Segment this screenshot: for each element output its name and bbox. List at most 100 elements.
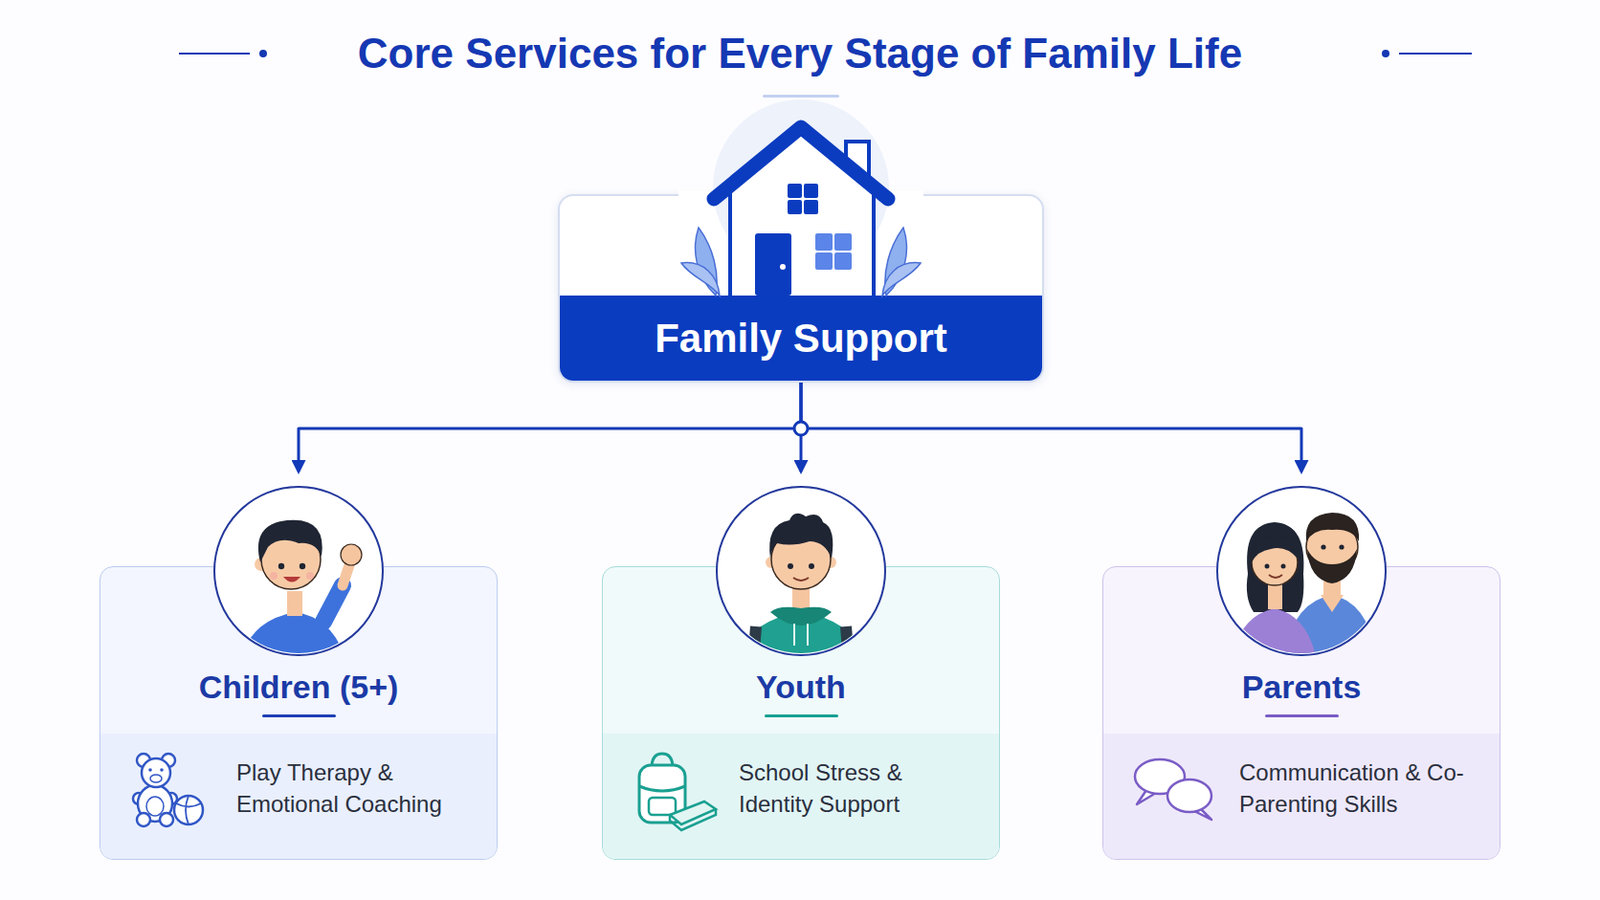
ear xyxy=(765,556,778,569)
backpack-icon xyxy=(639,754,716,831)
connector-arrow xyxy=(800,382,803,472)
ball xyxy=(174,796,203,825)
avatar-circle xyxy=(716,487,886,656)
mouth xyxy=(283,577,301,583)
bubble-tail xyxy=(1136,790,1156,805)
service-card: YouthSchool Stress & Identity Support xyxy=(601,487,1000,861)
bangs xyxy=(1251,535,1298,563)
service-section: School Stress & Identity Support xyxy=(602,733,1000,860)
arm xyxy=(342,562,351,586)
hood-collar xyxy=(770,607,832,626)
leaf xyxy=(885,227,908,296)
hair xyxy=(769,513,833,559)
title-rule xyxy=(178,52,250,55)
head xyxy=(1306,521,1358,574)
leaf xyxy=(681,263,720,296)
title-underline xyxy=(762,94,840,98)
house-window xyxy=(787,200,802,215)
shirt xyxy=(1228,608,1319,675)
ball-seam xyxy=(176,796,201,825)
house-halo xyxy=(712,99,889,276)
diagram-title: Core Services for Every Stage of Family … xyxy=(0,26,1600,81)
ear xyxy=(254,557,268,572)
hoodie xyxy=(734,612,867,675)
mouth xyxy=(793,577,809,581)
house-window xyxy=(787,183,802,199)
teddy-icon xyxy=(133,754,203,827)
title-dot xyxy=(1381,49,1390,58)
house-chimney xyxy=(845,141,869,184)
card-heading: Parents xyxy=(1103,667,1500,707)
book-cover xyxy=(669,801,716,825)
head xyxy=(1251,539,1298,586)
bear-muzzle xyxy=(150,775,162,783)
card-face: YouthSchool Stress & Identity Support xyxy=(601,566,1000,861)
hair xyxy=(258,520,323,563)
card-heading: Children (5+) xyxy=(100,667,497,707)
house-window xyxy=(834,252,852,270)
eye xyxy=(808,563,815,570)
backpack-pocket xyxy=(648,798,676,816)
eye xyxy=(1265,564,1270,570)
house-wall xyxy=(730,187,874,296)
house-roof xyxy=(713,127,889,200)
heading-underline xyxy=(764,714,839,718)
youth-avatar xyxy=(734,513,867,675)
house-door xyxy=(755,233,792,296)
avatar-circle xyxy=(214,487,383,656)
mouth xyxy=(1268,575,1283,578)
backpack-strap xyxy=(845,626,850,675)
service-section: Play Therapy & Emotional Coaching xyxy=(100,733,497,860)
head xyxy=(771,530,831,590)
shirt xyxy=(239,612,349,670)
head xyxy=(261,530,321,590)
blush xyxy=(269,572,278,580)
hoodie-string xyxy=(806,623,809,646)
card-heading: Youth xyxy=(602,667,1000,707)
shirt xyxy=(1280,595,1380,675)
junction-dot xyxy=(794,422,808,436)
house-window xyxy=(815,233,833,251)
avatar-circle xyxy=(1217,487,1386,656)
card-face: Children (5+) Play Therapy & Emotional Co… xyxy=(99,566,498,861)
collar xyxy=(1320,595,1344,613)
hair xyxy=(1246,522,1305,613)
book-pages xyxy=(669,809,716,831)
bubble-tail xyxy=(1194,808,1212,821)
bear-ear xyxy=(136,754,151,768)
speech-bubble xyxy=(1134,759,1185,795)
eye xyxy=(278,563,285,570)
eye xyxy=(1320,544,1326,550)
neck xyxy=(287,591,303,617)
door-knob xyxy=(779,264,786,270)
title-band: Family Support xyxy=(559,295,1043,381)
connector-arrow xyxy=(298,382,801,472)
backpack-strap xyxy=(752,626,756,675)
bear-foot xyxy=(159,813,174,827)
service-text: Communication & Co-Parenting Skills xyxy=(1239,756,1465,821)
backpack-body xyxy=(639,765,686,823)
connector-arrow xyxy=(800,382,1302,472)
service-text: School Stress & Identity Support xyxy=(738,756,964,821)
root-box: Family Support xyxy=(557,194,1045,383)
bear-ear xyxy=(161,754,176,768)
blush xyxy=(306,572,314,580)
bear-belly xyxy=(146,797,164,817)
bear-arm xyxy=(165,793,178,805)
backpack-flap xyxy=(639,786,686,792)
eye xyxy=(299,563,306,570)
connector-group xyxy=(298,382,1302,472)
title-rule xyxy=(1399,52,1472,55)
eye xyxy=(787,563,794,570)
service-card: Children (5+) Play Therapy & Emotional Co… xyxy=(99,487,498,861)
house-window xyxy=(803,183,819,199)
node-label: Family Support xyxy=(654,314,948,363)
bear-head xyxy=(141,758,171,788)
house-window xyxy=(815,252,833,270)
bear-arm xyxy=(133,793,145,805)
parents-avatar xyxy=(1228,512,1380,675)
house-window xyxy=(834,233,852,251)
bear-eye xyxy=(159,768,164,773)
neck xyxy=(792,585,810,611)
